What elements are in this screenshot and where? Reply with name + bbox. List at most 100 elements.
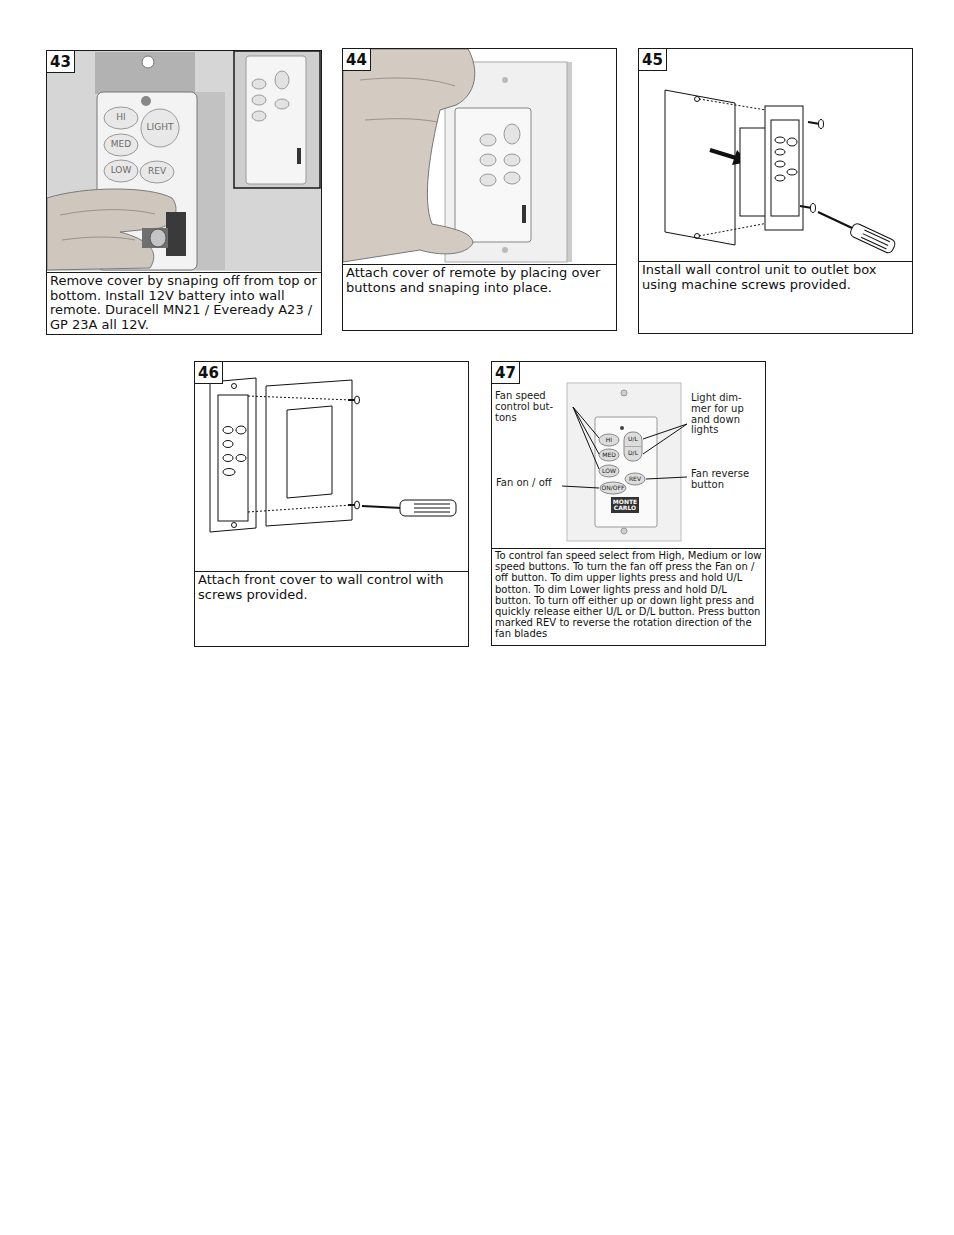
step-caption: Attach front cover to wall control with … bbox=[195, 571, 468, 604]
step-number-box: 46 bbox=[195, 362, 223, 384]
step-caption: Install wall control unit to outlet box … bbox=[639, 261, 912, 294]
remote-cover bbox=[455, 108, 531, 242]
button-label: MED bbox=[600, 452, 618, 458]
step-number-box: 43 bbox=[47, 51, 75, 73]
inset-remote bbox=[246, 56, 306, 184]
screwdriver-handle bbox=[400, 500, 456, 516]
remote-screw bbox=[141, 96, 151, 106]
step-panel: Attach cover of remote by placing over b… bbox=[342, 48, 617, 331]
step-caption: Attach cover of remote by placing over b… bbox=[343, 264, 616, 297]
leader-line bbox=[643, 424, 687, 439]
button-shape bbox=[104, 160, 138, 182]
handle-ridge bbox=[861, 237, 886, 249]
button-shape bbox=[223, 469, 235, 476]
button-label: MED bbox=[106, 140, 136, 150]
button-shape bbox=[504, 124, 520, 144]
button-label: REV bbox=[626, 476, 644, 482]
button-shape bbox=[223, 427, 233, 434]
button-shape bbox=[775, 137, 785, 143]
screw-hole bbox=[502, 77, 508, 83]
arrow-shaft bbox=[710, 150, 736, 158]
hand bbox=[47, 189, 176, 270]
screw-head bbox=[355, 396, 360, 404]
button-divider bbox=[625, 446, 641, 447]
step-panel: Remove cover by snaping off from top or … bbox=[46, 50, 322, 335]
button-shape bbox=[787, 169, 797, 175]
screw-hole bbox=[695, 97, 700, 102]
battery-end bbox=[150, 229, 166, 247]
mounting-strap bbox=[210, 378, 256, 532]
step-number-box: 47 bbox=[492, 362, 520, 384]
handle-ridge bbox=[414, 504, 450, 505]
screw-head bbox=[811, 204, 816, 213]
control-face bbox=[771, 120, 799, 216]
screw-hole bbox=[695, 234, 700, 239]
button-shape bbox=[599, 449, 619, 461]
leader-line bbox=[573, 407, 599, 438]
brand-badge bbox=[611, 497, 639, 513]
step-panel: Attach front cover to wall control with … bbox=[194, 361, 469, 647]
control-face bbox=[595, 417, 657, 527]
button-shape bbox=[104, 134, 138, 156]
battery bbox=[142, 228, 168, 248]
button-shape bbox=[599, 434, 619, 446]
button-shape bbox=[787, 138, 797, 146]
button-shape bbox=[141, 109, 179, 147]
screw-head bbox=[819, 120, 824, 129]
button-label: REV bbox=[142, 167, 172, 177]
leader-line bbox=[646, 477, 687, 479]
step-number: 44 bbox=[346, 50, 367, 70]
step-panel: Install wall control unit to outlet box … bbox=[638, 48, 913, 334]
screwdriver-handle bbox=[849, 222, 897, 254]
step-number: 47 bbox=[495, 363, 516, 383]
guide-line bbox=[248, 505, 352, 512]
finger-lines bbox=[360, 78, 455, 122]
callout-label: Fan on / off bbox=[496, 478, 562, 489]
button-label: HI bbox=[600, 437, 618, 443]
leader-line bbox=[573, 407, 599, 454]
button-shape bbox=[504, 172, 520, 184]
battery-holder bbox=[166, 212, 186, 256]
button-shape bbox=[252, 111, 266, 121]
button-shape bbox=[275, 71, 289, 89]
screw-hole bbox=[621, 528, 627, 534]
step-number: 45 bbox=[642, 50, 663, 70]
button-label: HI bbox=[106, 113, 136, 123]
button-shape bbox=[775, 149, 785, 155]
button-label: LIGHT bbox=[143, 123, 177, 133]
mounting-strap bbox=[765, 106, 803, 230]
callout-label: Light dim- mer for up and down lights bbox=[691, 393, 753, 436]
photo-ground bbox=[47, 51, 321, 271]
button-shape bbox=[600, 482, 626, 494]
button-shape bbox=[236, 426, 246, 434]
callout-label: Fan speed control but- tons bbox=[495, 391, 569, 423]
bracket-hole bbox=[142, 56, 154, 68]
button-label: D/L bbox=[625, 450, 641, 456]
screwdriver-shaft bbox=[362, 506, 402, 508]
wall-plate bbox=[567, 383, 681, 541]
slider-switch bbox=[297, 148, 301, 164]
screw-hole bbox=[621, 390, 627, 396]
button-shape bbox=[624, 432, 642, 461]
step-number-box: 45 bbox=[639, 49, 667, 71]
screwdriver-shaft bbox=[818, 212, 852, 228]
button-shape bbox=[252, 79, 266, 89]
button-shape bbox=[236, 455, 246, 462]
button-shape bbox=[104, 107, 138, 129]
handle-ridge bbox=[414, 508, 450, 509]
control-face bbox=[218, 395, 248, 521]
plate-opening bbox=[287, 406, 332, 498]
button-shape bbox=[775, 175, 785, 181]
step-caption: Remove cover by snaping off from top or … bbox=[47, 272, 321, 334]
brand-label: MONTE CARLO bbox=[612, 499, 638, 512]
remote-side bbox=[195, 92, 225, 270]
button-shape bbox=[480, 154, 496, 166]
handle-ridge bbox=[414, 512, 450, 513]
button-shape bbox=[480, 134, 496, 146]
screw-hole bbox=[232, 384, 237, 389]
button-shape bbox=[275, 99, 289, 109]
finger-lines bbox=[60, 210, 155, 240]
